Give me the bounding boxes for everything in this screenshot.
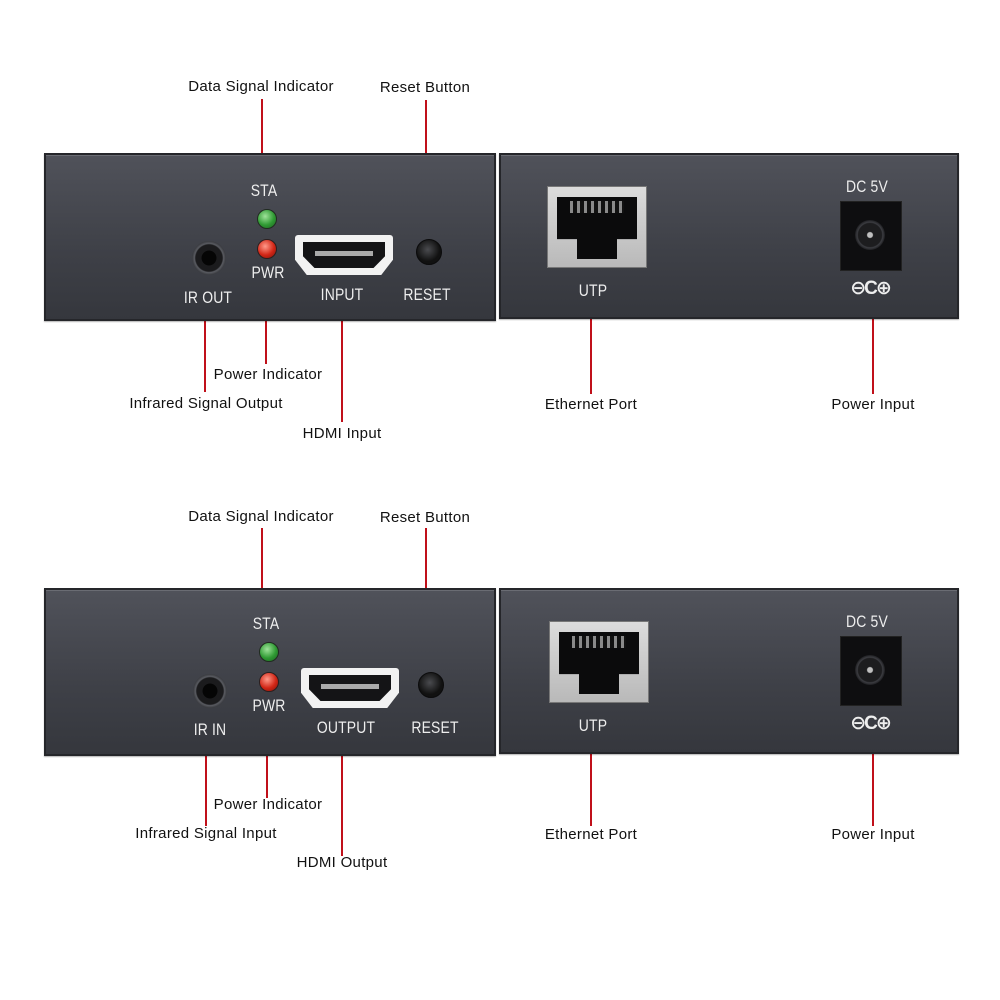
leader-infrared	[205, 750, 207, 826]
dc-power-jack[interactable]	[840, 636, 902, 706]
leader-data-signal	[261, 528, 263, 608]
pwr-label: PWR	[252, 696, 286, 715]
reset-button[interactable]	[418, 672, 444, 698]
hdmi-input-port[interactable]	[295, 235, 393, 275]
callout-hdmi: HDMI Output	[296, 854, 388, 871]
reset-label: RESET	[403, 285, 451, 304]
callout-infrared-signal: Infrared Signal Output	[129, 395, 283, 412]
leader-power-indicator	[266, 718, 268, 798]
reset-button[interactable]	[416, 239, 442, 265]
ethernet-pins	[570, 201, 624, 213]
leader-hdmi	[341, 316, 343, 422]
leader-hdmi	[341, 750, 343, 856]
ir-out-label: IR OUT	[183, 288, 233, 307]
polarity-icon: ⊖C⊕	[850, 278, 892, 299]
leader-power-indicator	[265, 282, 267, 364]
ir-in-label: IR IN	[193, 720, 227, 739]
sta-label: STA	[252, 614, 280, 633]
callout-ethernet-port: Ethernet Port	[544, 396, 638, 413]
receiver-front-panel: STA PWR IR IN OUTPUT RESET	[44, 588, 496, 756]
data-signal-led	[259, 642, 279, 662]
callout-hdmi: HDMI Input	[302, 425, 382, 442]
callout-data-signal-indicator: Data Signal Indicator	[188, 508, 334, 525]
leader-data-signal	[261, 99, 263, 179]
receiver-diagram: STA PWR IR IN OUTPUT RESET UTP DC 5V ⊖C⊕…	[0, 432, 1000, 872]
utp-label: UTP	[578, 716, 608, 735]
callout-ethernet-port: Ethernet Port	[544, 826, 638, 843]
hdmi-input-label: INPUT	[320, 285, 364, 304]
callout-power-indicator: Power Indicator	[213, 796, 323, 813]
transmitter-back-panel: UTP DC 5V ⊖C⊕	[499, 153, 959, 319]
leader-ethernet	[590, 748, 592, 826]
hdmi-output-label: OUTPUT	[316, 718, 376, 737]
callout-reset-button: Reset Button	[379, 79, 471, 96]
callout-power-input: Power Input	[831, 826, 915, 843]
hdmi-output-port[interactable]	[301, 668, 399, 708]
dc-power-jack[interactable]	[840, 201, 902, 271]
leader-power-input	[872, 314, 874, 394]
dc-5v-label: DC 5V	[846, 177, 888, 196]
reset-label: RESET	[411, 718, 459, 737]
callout-reset-button: Reset Button	[379, 509, 471, 526]
transmitter-front-panel: STA PWR IR OUT INPUT RESET	[44, 153, 496, 321]
callout-power-indicator: Power Indicator	[213, 366, 323, 383]
ir-out-jack[interactable]	[192, 241, 226, 275]
dc-5v-label: DC 5V	[846, 612, 888, 631]
sta-label: STA	[250, 181, 278, 200]
callout-power-input: Power Input	[831, 396, 915, 413]
polarity-icon: ⊖C⊕	[850, 713, 892, 734]
ir-in-jack[interactable]	[193, 674, 227, 708]
callout-data-signal-indicator: Data Signal Indicator	[188, 78, 334, 95]
power-led	[259, 672, 279, 692]
pwr-label: PWR	[251, 263, 285, 282]
utp-label: UTP	[578, 281, 608, 300]
ethernet-port[interactable]	[547, 186, 647, 268]
callout-infrared-signal: Infrared Signal Input	[135, 825, 277, 842]
transmitter-diagram: STA PWR IR OUT INPUT RESET UTP DC 5V ⊖C⊕…	[0, 0, 1000, 442]
power-led	[257, 239, 277, 259]
ethernet-port[interactable]	[549, 621, 649, 703]
data-signal-led	[257, 209, 277, 229]
ethernet-pins	[572, 636, 626, 648]
leader-power-input	[872, 748, 874, 826]
leader-infrared	[204, 316, 206, 392]
receiver-back-panel: UTP DC 5V ⊖C⊕	[499, 588, 959, 754]
leader-ethernet	[590, 314, 592, 394]
